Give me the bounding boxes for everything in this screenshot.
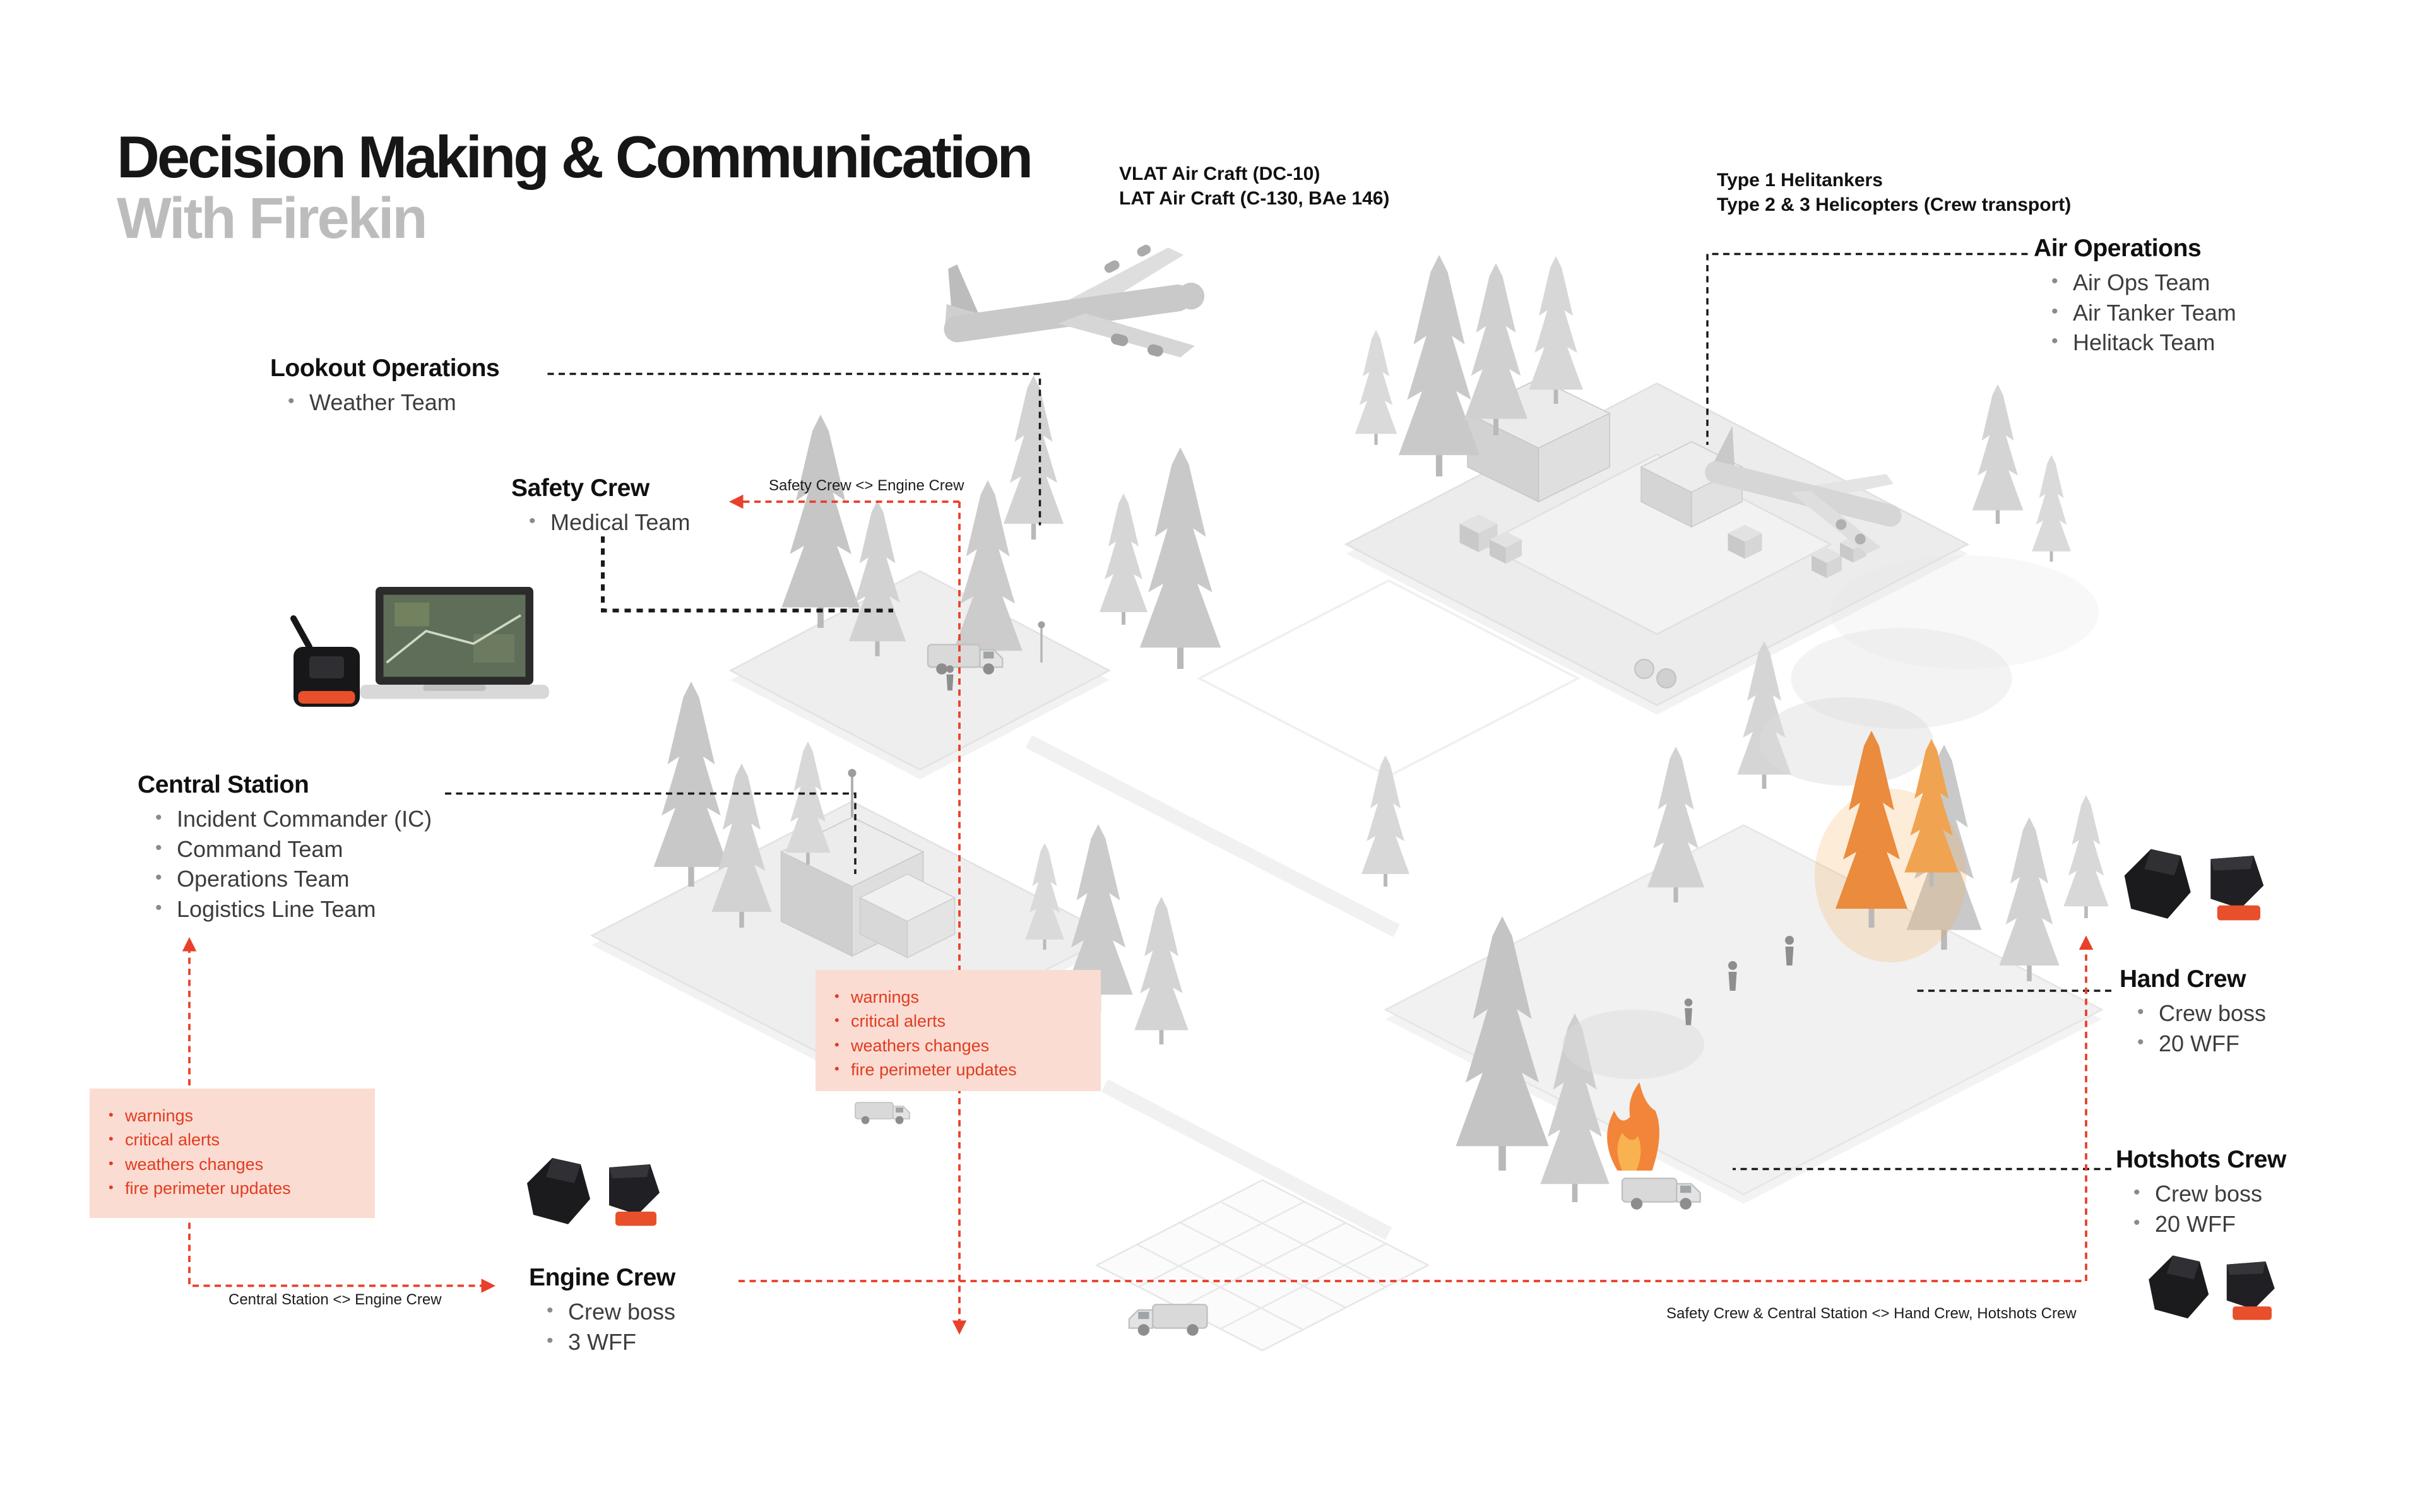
group-item: Weather Team [288,387,499,418]
arrow-up-icon [182,937,197,952]
connection-label-central-engine: Central Station <> Engine Crew [228,1291,442,1308]
arrow-left-icon [729,494,744,509]
group-item: Operations Team [155,864,432,894]
group-title: Lookout Operations [270,355,500,382]
ground-paths [1025,579,1581,1240]
crews-comm-line [738,945,2087,1282]
wearable-device-icon [2149,1255,2275,1320]
vlat-line1: VLAT Air Craft (DC-10) [1119,163,1320,184]
helitanker-label: Type 1 Helitankers Type 2 & 3 Helicopter… [1717,168,2071,217]
group-item: Incident Commander (IC) [155,804,432,834]
firekin-device-icon [290,615,360,707]
central-station-building [780,769,956,959]
heli-line1: Type 1 Helitankers [1717,170,1883,191]
arrow-up-icon [2079,935,2094,950]
group-item: Medical Team [529,507,690,538]
group-title: Engine Crew [529,1264,675,1291]
alert-items: warnings critical alerts weathers change… [106,1104,359,1200]
group-items: Crew boss 20 WFF [2116,1179,2286,1239]
group-hand-crew: Hand Crew Crew boss 20 WFF [2120,966,2266,1058]
group-item: Crew boss [2133,1179,2286,1209]
safety-connector-line [601,536,894,613]
arrow-right-icon [481,1279,495,1293]
group-hotshots-crew: Hotshots Crew Crew boss 20 WFF [2116,1146,2286,1239]
alert-item: warnings [106,1104,359,1128]
wearable-device-icon [2124,849,2264,921]
group-title: Hotshots Crew [2116,1146,2286,1173]
central-suv-icon [854,1101,911,1125]
alert-item: critical alerts [832,1009,1084,1033]
alert-items: warnings critical alerts weathers change… [832,985,1084,1082]
central-engine-comm-line [188,946,487,1287]
group-item: 20 WFF [2137,1029,2266,1059]
lookout-connector-line [547,372,1041,526]
alert-box-field: warnings critical alerts weathers change… [816,970,1101,1091]
page-title: Decision Making & Communication [117,124,1033,190]
group-title: Central Station [138,771,309,798]
group-item: Crew boss [2137,998,2266,1029]
group-title: Hand Crew [2120,966,2246,993]
alert-item: warnings [832,985,1084,1009]
group-item: Command Team [155,834,432,865]
group-central-station: Central Station Incident Commander (IC) … [138,771,432,924]
communication-lines-red [182,494,2094,1335]
group-items: Crew boss 3 WFF [529,1297,675,1357]
group-items: Crew boss 20 WFF [2120,998,2266,1058]
safety-truck-icon [927,621,1045,676]
air-ops-connector-line [1706,252,2028,445]
group-item: Helitack Team [2051,328,2236,358]
group-items: Medical Team [511,507,690,538]
page-subtitle: With Firekin [117,186,428,251]
group-items: Weather Team [270,387,499,418]
group-lookout-operations: Lookout Operations Weather Team [270,355,500,418]
group-item: Air Ops Team [2051,268,2236,298]
connection-label-safety-engine: Safety Crew <> Engine Crew [769,477,964,494]
group-safety-crew: Safety Crew Medical Team [511,475,690,538]
title-block: Decision Making & Communication With Fir… [117,124,1033,251]
alert-item: critical alerts [106,1128,359,1152]
group-item: 20 WFF [2133,1209,2286,1239]
alert-box-central-station: warnings critical alerts weathers change… [90,1089,375,1218]
group-title: Safety Crew [511,475,649,502]
group-items: Incident Commander (IC) Command Team Ope… [138,804,432,924]
wearable-device-icon [527,1158,660,1226]
parked-airplane-illustration [1705,425,1902,554]
group-air-operations: Air Operations Air Ops Team Air Tanker T… [2034,235,2236,358]
group-items: Air Ops Team Air Tanker Team Helitack Te… [2034,268,2236,358]
alert-item: weathers changes [832,1034,1084,1058]
alert-item: fire perimeter updates [106,1176,359,1200]
alert-item: weathers changes [106,1152,359,1176]
group-engine-crew: Engine Crew Crew boss 3 WFF [529,1264,675,1357]
fire-engine-icon [1621,1177,1702,1211]
alert-item: fire perimeter updates [832,1058,1084,1082]
arrow-down-icon [952,1320,967,1335]
laptop-icon [360,587,549,699]
group-item: 3 WFF [547,1327,675,1357]
group-title: Air Operations [2034,235,2202,262]
vlat-line2: LAT Air Craft (C-130, BAe 146) [1119,188,1390,209]
vlat-aircraft-label: VLAT Air Craft (DC-10) LAT Air Craft (C-… [1119,162,1389,211]
connector-lines-black [445,252,2112,1171]
group-item: Logistics Line Team [155,894,432,924]
bottom-truck-icon [1128,1303,1208,1337]
group-item: Air Tanker Team [2051,298,2236,328]
smoke-icon [1562,555,2099,1079]
airplane-illustration [944,244,1205,358]
connection-label-crews: Safety Crew & Central Station <> Hand Cr… [1666,1305,2077,1322]
group-item: Crew boss [547,1297,675,1327]
fire-icon [1607,731,1966,1171]
heli-line2: Type 2 & 3 Helicopters (Crew transport) [1717,194,2072,215]
central-connector-line [445,792,857,874]
